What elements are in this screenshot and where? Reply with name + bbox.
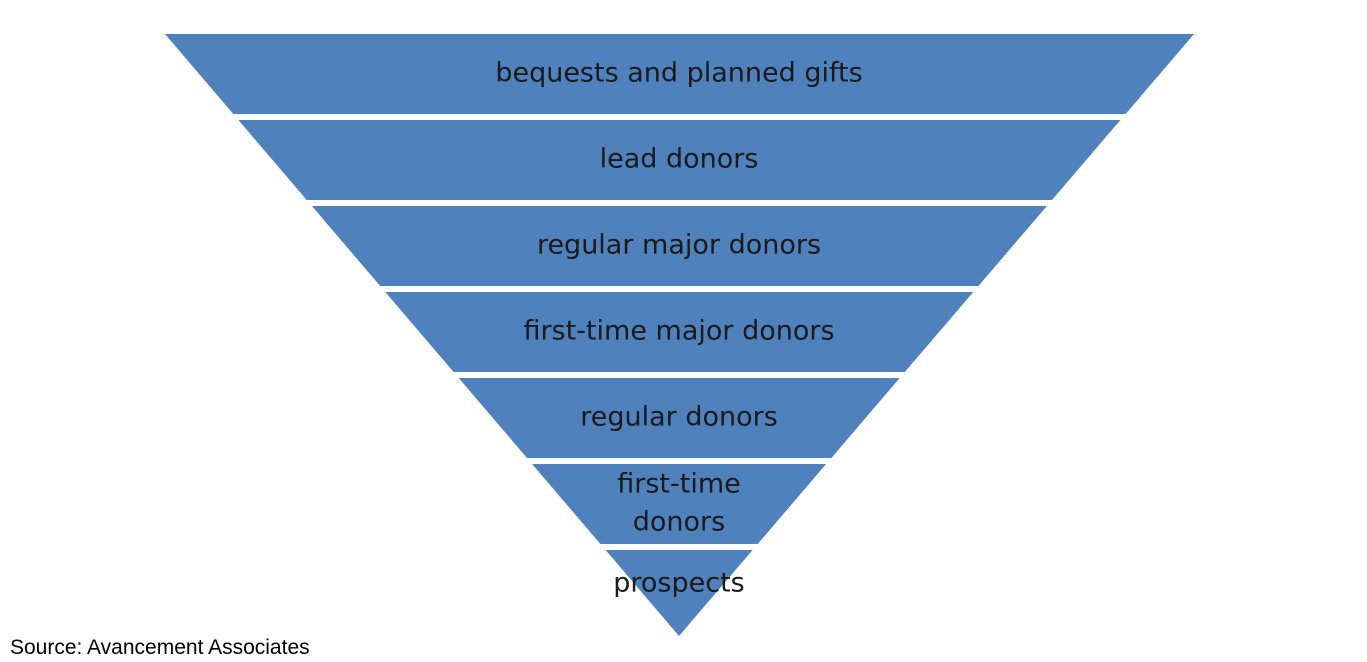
- pyramid-tier: bequests and planned gifts: [165, 34, 1194, 114]
- pyramid-tier-label: first-time: [617, 469, 741, 500]
- pyramid-tier: regular donors: [458, 378, 900, 458]
- pyramid-tier-shape: [605, 550, 753, 636]
- pyramid-tier-label: bequests and planned gifts: [495, 58, 862, 89]
- pyramid-tier: first-time donors: [532, 464, 827, 544]
- pyramid-tier-label: regular donors: [580, 402, 778, 433]
- pyramid-tier-shape: [311, 206, 1047, 286]
- pyramid-tier-shape: [458, 378, 900, 458]
- pyramid-tier-label: lead donors: [600, 144, 759, 175]
- pyramid-tier: first-time major donors: [385, 292, 974, 372]
- pyramid-tier: regular major donors: [311, 206, 1047, 286]
- pyramid-tier: lead donors: [238, 120, 1121, 200]
- pyramid-tier-label: regular major donors: [537, 230, 821, 261]
- pyramid-tier-shape: [165, 34, 1194, 114]
- pyramid-tier-label: first-time major donors: [523, 316, 834, 347]
- pyramid-tier-shape: [385, 292, 974, 372]
- pyramid-tier: prospects: [605, 550, 753, 636]
- pyramid-tier-label: prospects: [613, 568, 744, 599]
- pyramid-tier-shape: [238, 120, 1121, 200]
- pyramid-tier-shape: [532, 464, 827, 544]
- pyramid-tier-label: donors: [633, 507, 725, 538]
- donor-pyramid-diagram: bequests and planned gifts lead donors reg…: [165, 34, 1194, 636]
- source-note: Source: Avancement Associates: [10, 636, 310, 659]
